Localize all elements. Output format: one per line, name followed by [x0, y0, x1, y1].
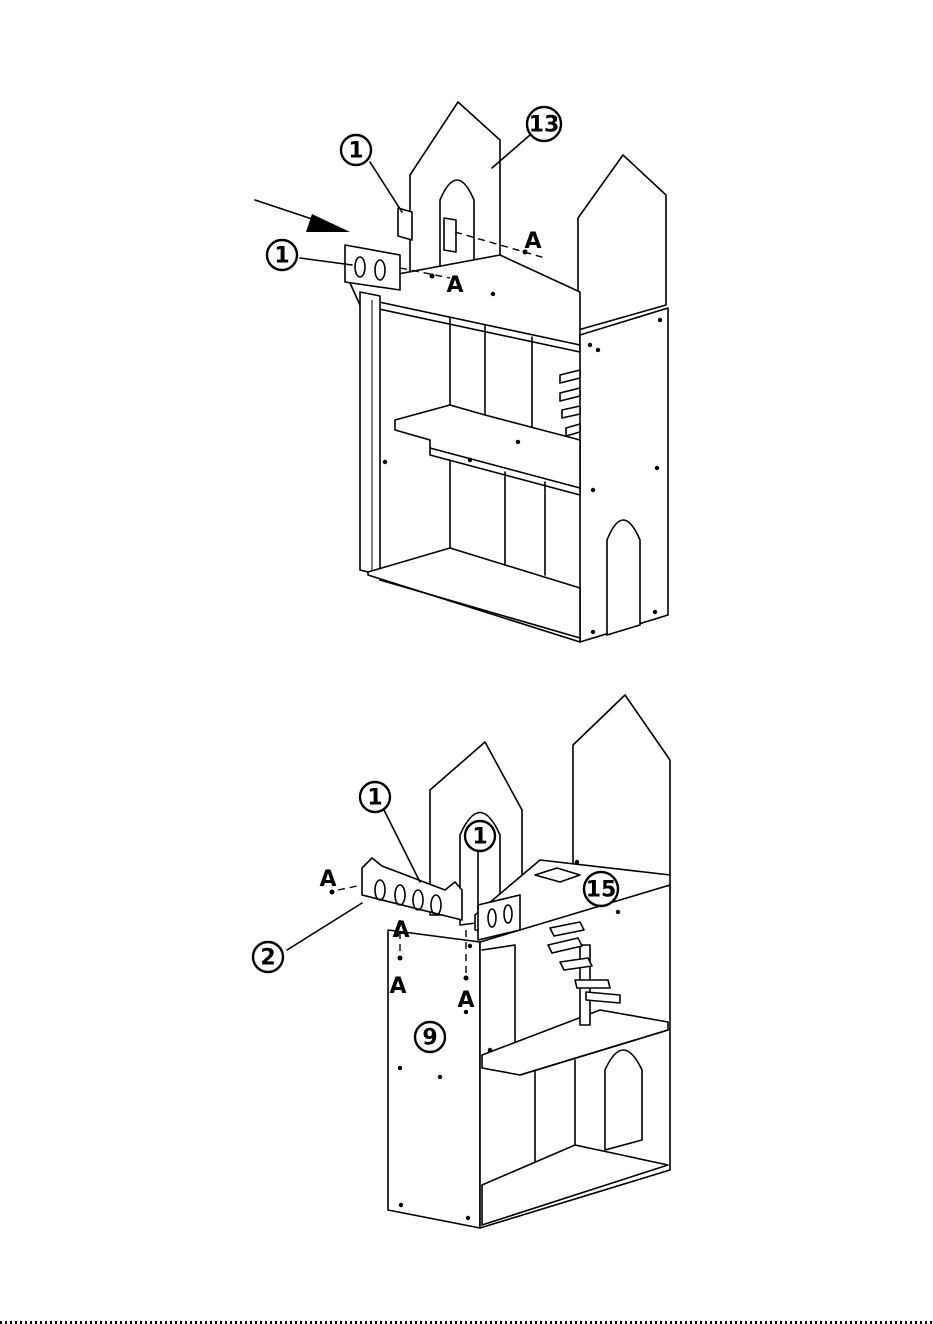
fastener-letter-a: A	[524, 229, 541, 254]
callout-label: 1	[472, 825, 487, 850]
fastener-letter-a: A	[446, 273, 463, 298]
callout-label: 13	[529, 113, 560, 138]
railing-panel-1	[345, 245, 400, 290]
fastener-letter-a: A	[389, 974, 406, 999]
callout-label: 15	[586, 878, 617, 903]
callout-label: 1	[274, 244, 289, 269]
lower-assembly-step: 1 1 15 2 9 A A A A	[253, 695, 670, 1228]
callout-label: 9	[422, 1026, 437, 1051]
callout-15-lower: 15	[584, 872, 618, 906]
insert-arrow	[306, 214, 350, 232]
callout-label: 1	[367, 786, 382, 811]
bottom-floor-slab	[368, 548, 580, 642]
right-tower-panel	[578, 155, 666, 330]
right-tower-panel	[573, 695, 670, 875]
upper-assembly-step: 1 13 1 A A	[255, 102, 668, 642]
fastener-letter-a: A	[319, 867, 336, 892]
spiral-stair-upper	[560, 370, 580, 436]
callout-1-upper-a: 1	[341, 135, 371, 165]
callout-1-upper-b: 1	[267, 240, 297, 270]
fastener-letter-a: A	[457, 988, 474, 1013]
left-front-post	[360, 292, 380, 575]
callout-1-lower-b: 1	[465, 821, 495, 851]
fastener-letter-a: A	[392, 918, 409, 943]
callout-1-lower-a: 1	[360, 782, 390, 812]
callout-label: 1	[348, 139, 363, 164]
callout-9-lower: 9	[415, 1022, 445, 1052]
middle-floor-slab	[395, 405, 580, 495]
side-arch-door	[607, 520, 640, 635]
callout-2-lower: 2	[253, 942, 283, 972]
lower-arch-door	[605, 1050, 642, 1150]
callout-13-upper: 13	[527, 107, 561, 141]
callout-label: 2	[260, 946, 275, 971]
